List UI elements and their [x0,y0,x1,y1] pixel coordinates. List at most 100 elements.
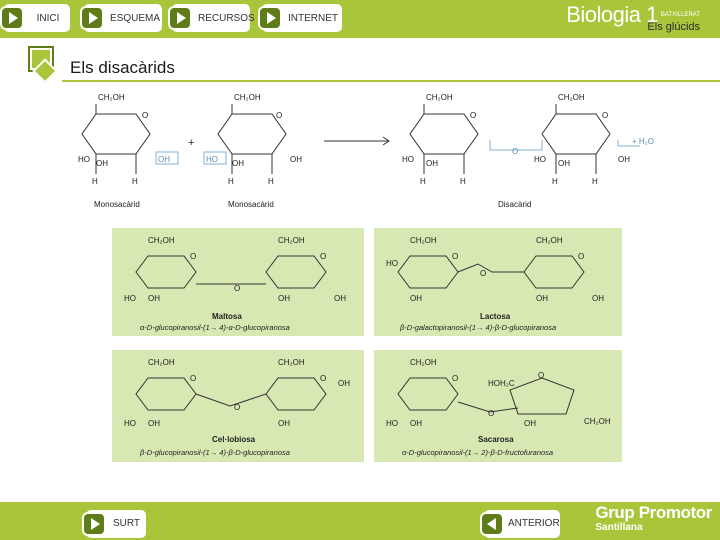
play-icon [82,512,106,536]
example-formula: β-D-galactopiranosil-(1→ 4)-β-D-glucopir… [399,323,556,332]
disaccharide-formation-diagram: CH₂OH CH₂OH CH₂OH CH₂OH O O O O OH OH HO… [70,86,670,216]
hydroxyl-label: OH [278,419,290,428]
example-name: Sacarosa [478,435,514,444]
title-decoration-icon [28,46,68,86]
publisher-logo: Grup Promotor Santillana [595,503,712,533]
hydroxyl-label: OH [96,159,108,168]
hydroxyl-label: OH [232,159,244,168]
play-icon [0,6,24,30]
hydroxyl-label: HO [78,155,90,164]
hydroxyl-label: OH [426,159,438,168]
hydroxyl-label: OH [410,294,422,303]
example-name: Lactosa [480,312,511,321]
anterior-label: ANTERIOR [508,518,560,529]
ring-oxygen: O [452,374,458,383]
example-name: Maltosa [212,312,242,321]
hydroxyl-label: OH [148,419,160,428]
ch2oh-label: CH₂OH [148,358,175,367]
play-icon [80,6,104,30]
water-label: + H₂O [632,137,654,146]
top-navigation-bar: INICI ESQUEMA RECURSOS INTERNET Biologia… [0,0,720,38]
plus-sign: + [188,137,194,149]
hydroxyl-label: HO [124,294,136,303]
ch2oh-label: CH₂OH [278,358,305,367]
glycosidic-oxygen: O [512,147,518,156]
ring-oxygen: O [578,252,584,261]
ring-oxygen: O [320,252,326,261]
surt-label: SURT [112,518,141,529]
ch2oh-label: CH₂OH [536,236,563,245]
ring-oxygen: O [320,374,326,383]
ch2oh-label: CH₂OH [98,93,125,102]
ring-oxygen: O [190,252,196,261]
hydroxyl-label: OH [524,419,536,428]
ch2oh-label: CH₂OH [558,93,585,102]
hydroxyl-label: HO [386,259,398,268]
ring-oxygen: O [276,111,282,120]
ring-oxygen: O [538,371,544,380]
ch2oh-label: CH₂OH [426,93,453,102]
recursos-button[interactable]: RECURSOS [168,4,255,32]
hydroxyl-label: OH [410,419,422,428]
hydrogen-label: H [228,177,234,186]
hydroxyl-highlight: HO [206,155,218,164]
hydrogen-label: H [92,177,98,186]
inici-button[interactable]: INICI [0,4,70,32]
ch2oh-label: CH₂OH [234,93,261,102]
ch2oh-label: CH₂OH [278,236,305,245]
monosaccharide-caption: Monosacàrid [228,200,274,209]
lactose-tile: CH₂OH CH₂OH O O O HO OH OH OH Lactosa β-… [374,228,622,336]
hydroxyl-label: HO [534,155,546,164]
play-icon [168,6,192,30]
ring-oxygen: O [190,374,196,383]
play-icon [258,6,282,30]
sucrose-tile: CH₂OH HOH₂C O O O HO OH OH CH₂OH Sacaros… [374,350,622,462]
example-name: Cel·lobiosa [212,435,256,444]
publisher-subname: Santillana [595,522,643,533]
hydroxyl-label: OH [278,294,290,303]
brand-subtitle: BATXILLERAT [660,12,700,18]
inici-label: INICI [36,12,60,24]
hydroxyl-label: OH [618,155,630,164]
ch2oh-label: CH₂OH [410,236,437,245]
ring-oxygen: O [142,111,148,120]
disaccharide-caption: Disacàrid [498,200,531,209]
glycosidic-oxygen: O [480,269,486,278]
glycosidic-oxygen: O [488,409,494,418]
hydroxyl-label: HO [402,155,414,164]
example-formula: α-D-glucopiranosil-(1→ 2)-β-D-fructofura… [402,448,553,457]
esquema-button[interactable]: ESQUEMA [80,4,162,32]
ring-oxygen: O [470,111,476,120]
ch2oh-label: CH₂OH [148,236,175,245]
example-formula: α-D-glucopiranosil-(1→ 4)-α-D-glucopiran… [140,323,290,332]
ring-oxygen: O [602,111,608,120]
esquema-label: ESQUEMA [110,12,161,24]
hydroxyl-label: HO [386,419,398,428]
ch2oh-label: CH₂OH [410,358,437,367]
publisher-name: Grup Promotor [595,503,712,522]
anterior-button[interactable]: ANTERIOR [480,510,560,538]
hydroxyl-label: OH [148,294,160,303]
glycosidic-oxygen: O [234,403,240,412]
hydroxyl-label: HO [124,419,136,428]
hydrogen-label: H [268,177,274,186]
internet-button[interactable]: INTERNET [258,4,342,32]
ch2oh-label: CH₂OH [584,417,611,426]
hydrogen-label: H [552,177,558,186]
hydroxyl-label: OH [592,294,604,303]
brand-logo: Biologia 1 BATXILLERAT [566,2,700,28]
back-icon [480,512,504,536]
ring-oxygen: O [452,252,458,261]
glycosidic-oxygen: O [234,284,240,293]
recursos-label: RECURSOS [198,12,255,24]
hydroxyl-label: OH [558,159,570,168]
surt-button[interactable]: SURT [82,510,146,538]
example-formula: β-D-glucopiranosil-(1→ 4)-β-D-glucopiran… [139,448,290,457]
hydroxyl-label: OH [536,294,548,303]
hydroxyl-label: OH [290,155,302,164]
hydroxyl-label: OH [334,294,346,303]
maltose-tile: CH₂OH CH₂OH O O O HO OH OH OH Maltosa α-… [112,228,364,336]
hydroxyl-highlight: OH [158,155,170,164]
hydroxyl-label: OH [338,379,350,388]
page-title: Els disacàrids [70,58,175,77]
